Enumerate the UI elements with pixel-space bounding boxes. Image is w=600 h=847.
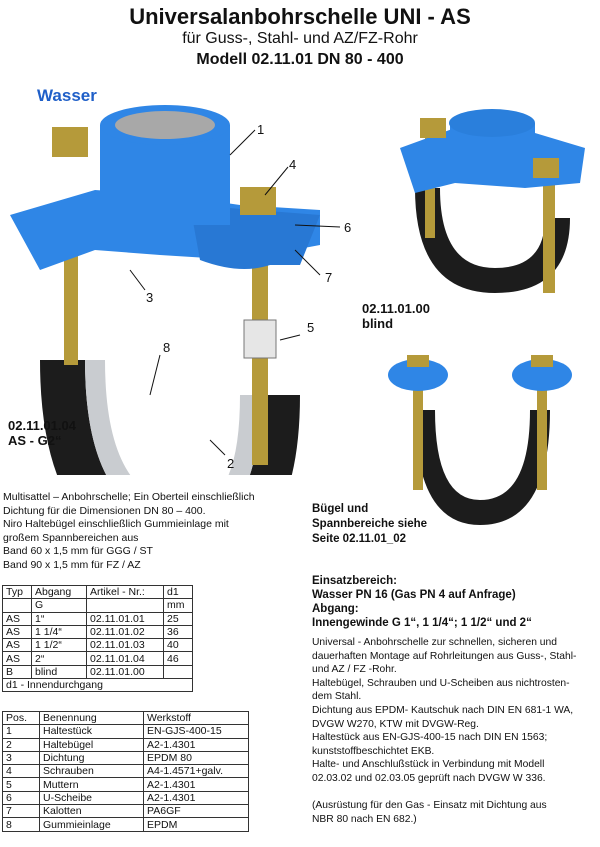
usage-line1: Wasser PN 16 (Gas PN 4 auf Anfrage) xyxy=(312,589,516,601)
blind-bolt-right xyxy=(543,173,555,293)
bracket-rubber-band xyxy=(415,410,550,525)
callout-5: 5 xyxy=(307,320,315,335)
usage-heading: Einsatzbereich: xyxy=(312,575,397,587)
outlet-thread xyxy=(115,111,215,139)
usage-line2: Innengewinde G 1“, 1 1/4“; 1 1/2“ und 2“ xyxy=(312,617,532,629)
bracket-bolt-right xyxy=(537,360,547,490)
callout-4: 4 xyxy=(289,157,297,172)
rubber-band xyxy=(40,360,300,475)
bracket-illustration xyxy=(388,355,572,525)
bracket-cap-right xyxy=(512,359,572,391)
bracket-nut-left xyxy=(407,355,429,367)
variants-footnote-row: d1 - Innendurchgang xyxy=(2,678,193,693)
callout-6: 6 xyxy=(344,220,352,235)
outlet-heading: Abgang: xyxy=(312,603,359,615)
steel-band xyxy=(85,360,260,475)
blind-bolt-head-right xyxy=(533,158,559,178)
callout-2: 2 xyxy=(227,456,235,471)
main-caption: 02.11.01.04 AS - G2“ xyxy=(8,418,76,448)
bracket-caption: Bügel und Spannbereiche siehe Seite 02.1… xyxy=(312,503,428,545)
bracket-cap-left xyxy=(388,359,448,391)
bracket-bolt-left xyxy=(413,360,423,490)
variants-subheader-row: G mm xyxy=(2,598,193,613)
bolt-head-right xyxy=(240,187,276,215)
usage-block: Einsatzbereich: Wasser PN 16 (Gas PN 4 a… xyxy=(312,574,532,630)
parts-header-row: Pos. Benennung Werkstoff xyxy=(2,710,249,726)
description-right: Universal - Anbohrschelle zur schnellen,… xyxy=(312,637,577,825)
model-line: Modell 02.11.01 DN 80 - 400 xyxy=(196,51,404,68)
nut-right xyxy=(243,319,277,359)
variants-header-row: Typ Abgang Artikel - Nr.: d1 xyxy=(2,584,193,600)
description-left: Multisattel – Anbohrschelle; Ein Obertei… xyxy=(3,491,255,571)
callout-1: 1 xyxy=(257,122,265,137)
bracket-nut-right xyxy=(531,355,553,367)
callout-7: 7 xyxy=(325,270,333,285)
blind-caption: 02.11.01.00 blind xyxy=(362,301,430,331)
page-title: Universalanbohrschelle UNI - AS xyxy=(129,4,471,29)
blind-variant-illustration xyxy=(400,109,585,293)
blind-top-cap xyxy=(449,109,535,137)
page-subtitle: für Guss-, Stahl- und AZ/FZ-Rohr xyxy=(182,30,418,47)
callout-8: 8 xyxy=(163,340,171,355)
medium-label: Wasser xyxy=(37,86,97,105)
callout-3: 3 xyxy=(146,290,154,305)
blind-bolt-head-left xyxy=(420,118,446,138)
main-product-illustration xyxy=(10,105,341,475)
blind-rubber-band xyxy=(415,188,570,293)
bolt-head-left xyxy=(52,127,88,157)
